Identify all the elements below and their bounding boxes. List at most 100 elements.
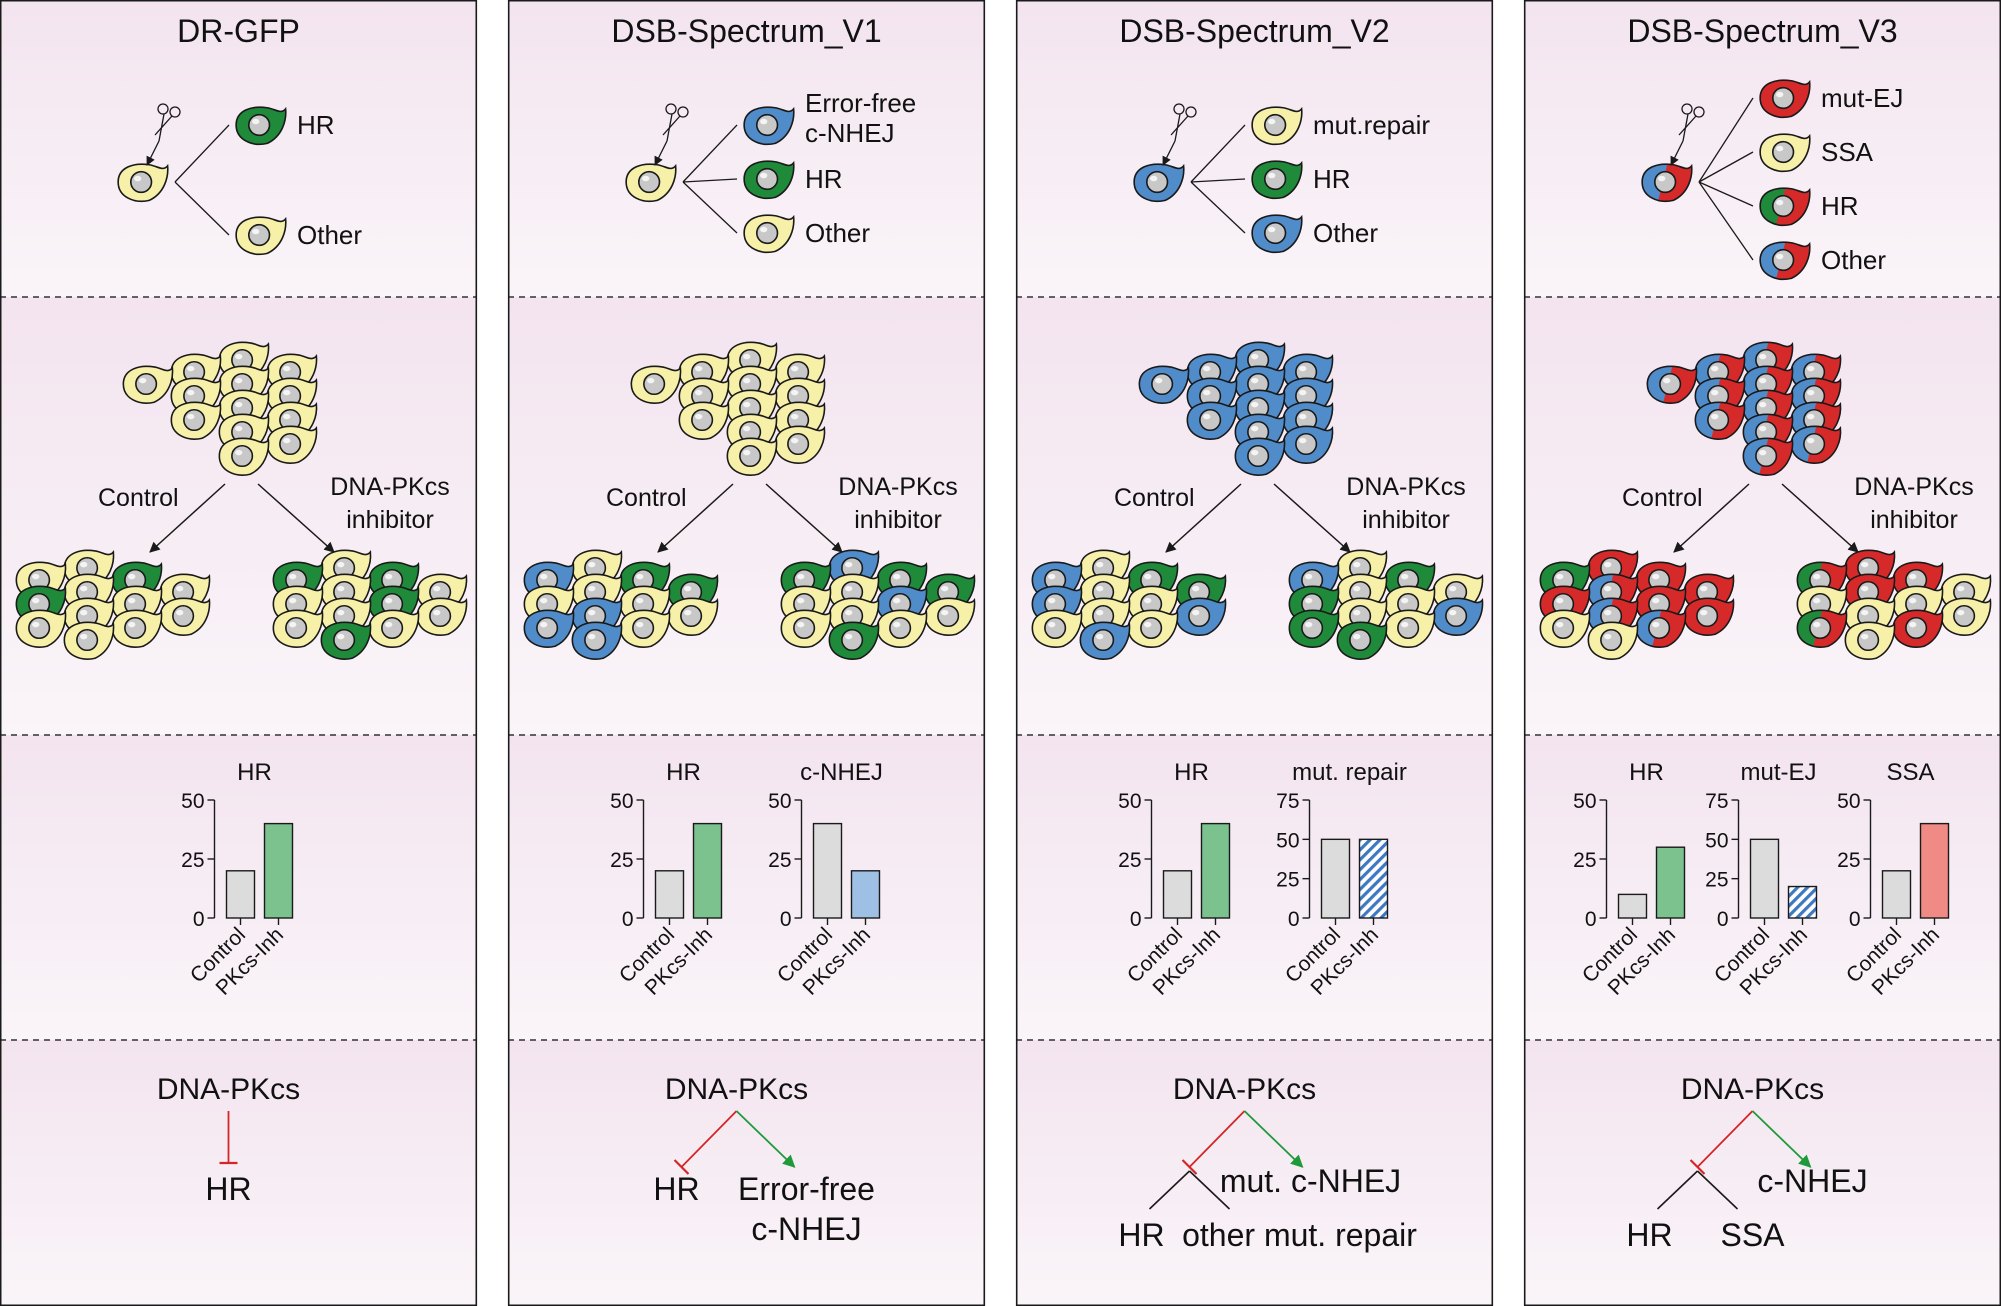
cell-icon [1127, 609, 1179, 648]
reporter-cell-cluster [630, 341, 826, 476]
cell-nucleus-highlight [845, 633, 853, 640]
cell-nucleus [1397, 616, 1420, 640]
bar [1787, 885, 1818, 919]
scissors-icon [654, 103, 689, 166]
activate-arrow [735, 1110, 796, 1168]
cell-nucleus [536, 616, 559, 640]
arrow-inhibitor [765, 483, 843, 553]
cell-nucleus-highlight [1813, 573, 1821, 580]
cell-nucleus-highlight [128, 621, 136, 628]
cell-nucleus [135, 372, 158, 396]
model-inhibited-label: HR [205, 1171, 251, 1207]
cell-icon [1133, 163, 1185, 203]
cell-icon [1282, 425, 1334, 464]
cell-icon [1940, 597, 1992, 636]
y-tick-label: 50 [181, 790, 204, 813]
outcome-label: Other [805, 218, 870, 248]
cell-nucleus-highlight [385, 597, 393, 604]
cell-nucleus-highlight [1353, 561, 1361, 568]
cell-icon [1587, 621, 1639, 660]
y-tick-label: 0 [1288, 908, 1300, 931]
cell-nucleus-highlight [588, 609, 596, 616]
cell-nucleus [76, 628, 99, 652]
bar [1200, 822, 1231, 919]
cell-nucleus [1707, 408, 1730, 432]
cell-nucleus-highlight [791, 437, 799, 444]
cell-nucleus [889, 616, 912, 640]
cell-nucleus [1188, 604, 1211, 628]
cell-nucleus [1092, 628, 1115, 652]
cell-nucleus-highlight [1776, 253, 1784, 260]
cell-icon [828, 621, 880, 660]
cell-nucleus [1301, 616, 1324, 640]
panel-title: DSB-Spectrum_V3 [1627, 13, 1897, 49]
cell-nucleus [1145, 170, 1169, 194]
cell-nucleus-highlight [1861, 633, 1869, 640]
cell-nucleus-highlight [1807, 365, 1815, 372]
cell-icon [368, 609, 420, 648]
cell-nucleus-highlight [647, 377, 655, 384]
cell-nucleus [1809, 616, 1832, 640]
cell-nucleus [680, 604, 703, 628]
cell-nucleus-highlight [1813, 621, 1821, 628]
cell-nucleus [1653, 170, 1677, 194]
cell-nucleus-highlight [1144, 621, 1152, 628]
cell-nucleus [1857, 628, 1880, 652]
outcome-label: mut.repair [1313, 110, 1430, 140]
cell-nucleus-highlight [893, 621, 901, 628]
cell-nucleus [1349, 628, 1372, 652]
cell-nucleus-highlight [540, 621, 548, 628]
split-line [1656, 1170, 1699, 1210]
cell-nucleus [1247, 444, 1270, 468]
inhibitor-outcome-cells [1288, 549, 1484, 660]
bar [654, 870, 685, 919]
cell-nucleus-highlight [1192, 609, 1200, 616]
model-left-label: HR [1118, 1217, 1164, 1253]
cell-nucleus-highlight [588, 633, 596, 640]
cell-nucleus [1263, 113, 1287, 137]
label-inhibitor-line1: DNA-PKcs [1854, 473, 1973, 501]
cell-nucleus-highlight [845, 561, 853, 568]
panel-border [0, 0, 478, 1306]
cell-nucleus-highlight [1449, 585, 1457, 592]
cell-nucleus [793, 616, 816, 640]
cell-outline [1790, 425, 1842, 464]
y-tick-label: 50 [1837, 790, 1860, 813]
cell-nucleus-highlight [134, 175, 142, 182]
cell-nucleus-highlight [32, 573, 40, 580]
branch-line [682, 178, 738, 183]
outcome-label: mut-EJ [1821, 83, 1903, 113]
arrow-control [1673, 483, 1750, 553]
outcome-label: HR [1821, 191, 1859, 221]
cell-nucleus [429, 604, 452, 628]
control-outcome-cells [15, 549, 211, 660]
cell-nucleus-highlight [791, 365, 799, 372]
arrow-control [149, 483, 226, 553]
cell-icon [235, 216, 287, 256]
cell-outline [1635, 609, 1687, 648]
cell-icon [1336, 621, 1388, 660]
cell-icon [416, 597, 468, 636]
cell-icon [1031, 609, 1083, 648]
cell-nucleus-highlight [636, 621, 644, 628]
model-top-label: DNA-PKcs [157, 1073, 300, 1106]
scissors-ring [1173, 103, 1185, 115]
cell-icon [1790, 425, 1842, 464]
cell-icon [266, 425, 318, 464]
branch-line [174, 124, 230, 183]
cell-icon [1175, 597, 1227, 636]
reporter-cell-cluster [1646, 341, 1842, 476]
cell-nucleus [381, 616, 404, 640]
cell-nucleus-highlight [1048, 621, 1056, 628]
cell-nucleus [1803, 432, 1826, 456]
bar [1320, 838, 1351, 919]
cell-nucleus-highlight [1556, 621, 1564, 628]
cell-nucleus-highlight [1807, 413, 1815, 420]
cell-icon [726, 437, 778, 476]
cell-nucleus [739, 444, 762, 468]
cell-nucleus-highlight [1909, 573, 1917, 580]
cell-nucleus-highlight [235, 425, 243, 432]
